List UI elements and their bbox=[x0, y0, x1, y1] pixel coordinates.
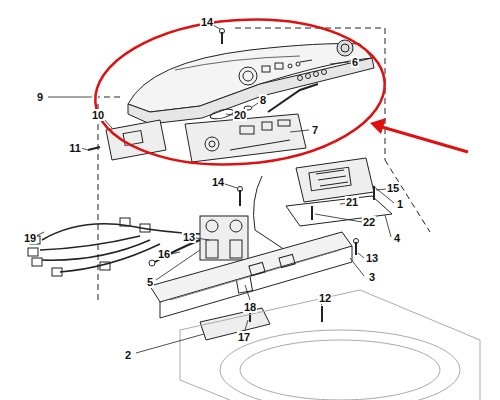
callout-number: 2 bbox=[124, 349, 132, 361]
callout-number: 8 bbox=[259, 94, 267, 106]
callout-number: 11 bbox=[68, 142, 82, 154]
callout-number: 1 bbox=[396, 198, 404, 210]
callout-number: 12 bbox=[318, 292, 332, 304]
callout-number: 20 bbox=[233, 109, 247, 121]
callout-number: 22 bbox=[362, 216, 376, 228]
callout-number: 6 bbox=[351, 56, 359, 68]
callout-number: 13 bbox=[365, 252, 379, 264]
callout-number: 14 bbox=[211, 176, 225, 188]
callout-number: 14 bbox=[200, 16, 214, 28]
callout-number: 17 bbox=[237, 331, 251, 343]
callout-number: 4 bbox=[393, 232, 401, 244]
callout-number: 18 bbox=[243, 301, 257, 313]
callout-number: 9 bbox=[36, 91, 44, 103]
callout-number: 15 bbox=[386, 182, 400, 194]
callout-number: 21 bbox=[345, 196, 359, 208]
callout-number: 19 bbox=[23, 232, 37, 244]
callout-number: 3 bbox=[368, 271, 376, 283]
callout-number: 7 bbox=[311, 124, 319, 136]
callout-number: 10 bbox=[91, 109, 105, 121]
callout-number: 5 bbox=[146, 276, 154, 288]
callout-number: 16 bbox=[157, 248, 171, 260]
callout-number: 13 bbox=[182, 231, 196, 243]
